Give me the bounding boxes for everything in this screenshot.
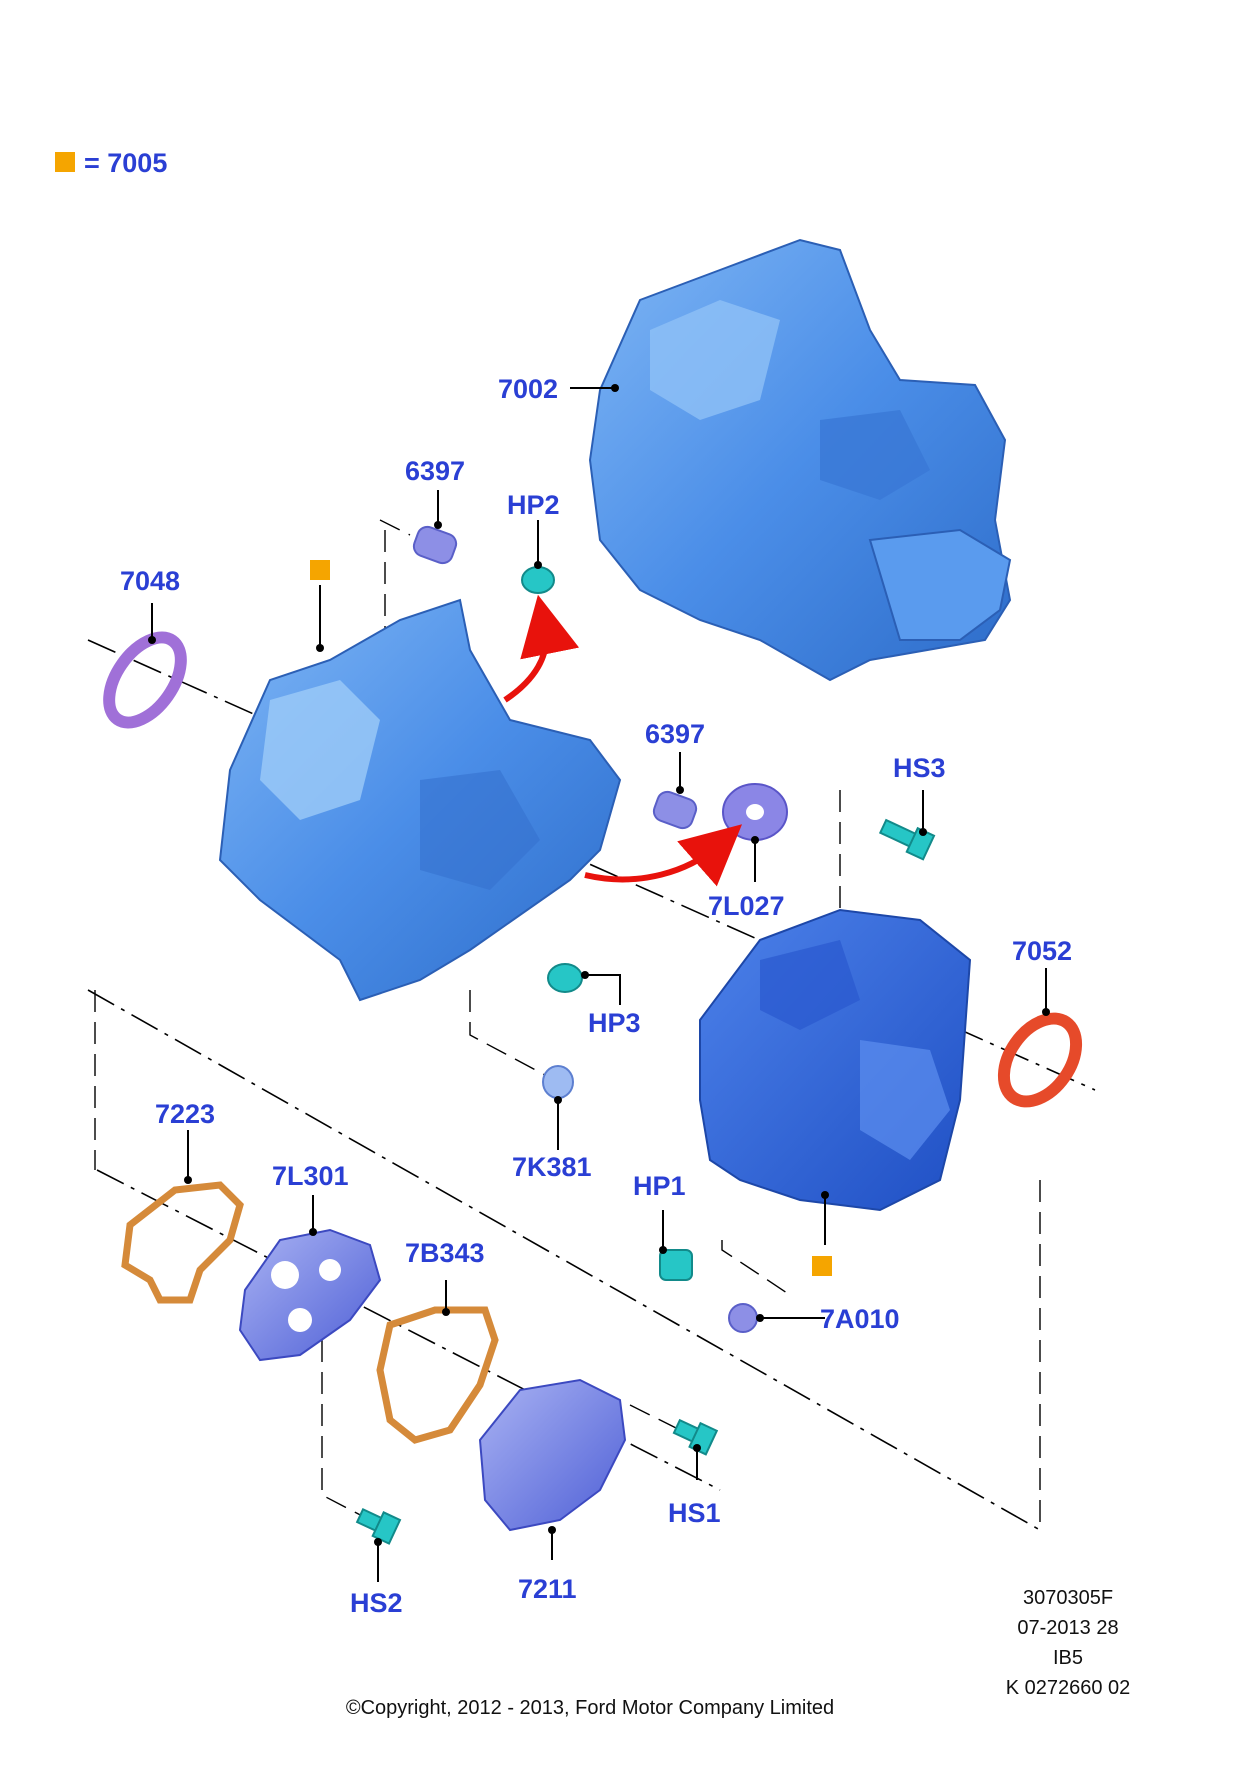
label-hs3: HS3 bbox=[893, 753, 946, 783]
footer-date: 07-2013 28 bbox=[1017, 1617, 1118, 1639]
bolt-hs3 bbox=[878, 818, 936, 861]
bushing-6397-mid bbox=[652, 790, 698, 830]
gear-case bbox=[699, 908, 972, 1212]
footer-ref: IB5 bbox=[1053, 1647, 1083, 1669]
label-hs2: HS2 bbox=[350, 1588, 403, 1618]
seal-7052 bbox=[997, 1012, 1083, 1108]
cover-7211 bbox=[478, 1378, 627, 1532]
legend-marker bbox=[55, 152, 75, 172]
part-labels: 7002 6397 HP2 7048 6397 HS3 7L027 7052 H… bbox=[120, 374, 1072, 1618]
plug-hp2 bbox=[521, 566, 555, 594]
bolt-hs2 bbox=[355, 1508, 402, 1545]
label-7l301: 7L301 bbox=[272, 1161, 349, 1191]
leader-lines bbox=[148, 384, 1050, 1582]
label-6397-mid: 6397 bbox=[645, 719, 705, 749]
label-7k381: 7K381 bbox=[512, 1152, 592, 1182]
marker-7005-gear-case bbox=[812, 1256, 832, 1276]
label-7002: 7002 bbox=[498, 374, 558, 404]
plug-hp1 bbox=[659, 1249, 693, 1281]
label-7a010: 7A010 bbox=[820, 1304, 900, 1334]
marker-7005-front-housing bbox=[310, 560, 330, 580]
arrow-to-hp2 bbox=[503, 594, 580, 703]
label-7052: 7052 bbox=[1012, 936, 1072, 966]
plug-7k381 bbox=[542, 1065, 574, 1099]
plate-7l301 bbox=[238, 1228, 382, 1362]
footer-info: 3070305F 07-2013 28 IB5 K 0272660 02 ©Co… bbox=[346, 1587, 1130, 1719]
label-7l027: 7L027 bbox=[708, 891, 785, 921]
label-6397-top: 6397 bbox=[405, 456, 465, 486]
label-7b343: 7B343 bbox=[405, 1238, 485, 1268]
label-hs1: HS1 bbox=[668, 1498, 721, 1528]
clutch-housing-7005 bbox=[218, 598, 622, 1002]
plug-hp3 bbox=[547, 963, 583, 993]
label-hp2: HP2 bbox=[507, 490, 560, 520]
label-hp3: HP3 bbox=[588, 1008, 641, 1038]
label-hp1: HP1 bbox=[633, 1171, 686, 1201]
bushing-6397-top bbox=[412, 525, 458, 565]
label-7211: 7211 bbox=[518, 1574, 577, 1604]
footer-code: 3070305F bbox=[1023, 1587, 1113, 1609]
legend-text: = 7005 bbox=[84, 148, 167, 178]
label-7223: 7223 bbox=[155, 1099, 215, 1129]
transmission-housing-7002 bbox=[588, 238, 1012, 682]
legend: = 7005 bbox=[55, 148, 167, 178]
footer-copyright: ©Copyright, 2012 - 2013, Ford Motor Comp… bbox=[346, 1697, 834, 1719]
label-7048: 7048 bbox=[120, 566, 180, 596]
washer-7l027 bbox=[722, 783, 788, 841]
arrow-to-7l027 bbox=[584, 824, 743, 887]
gasket-7223 bbox=[121, 1181, 244, 1304]
seal-7048 bbox=[103, 631, 187, 729]
plug-7a010 bbox=[728, 1303, 758, 1333]
footer-catalog: K 0272660 02 bbox=[1006, 1677, 1131, 1699]
gasket-7b343 bbox=[376, 1306, 499, 1444]
